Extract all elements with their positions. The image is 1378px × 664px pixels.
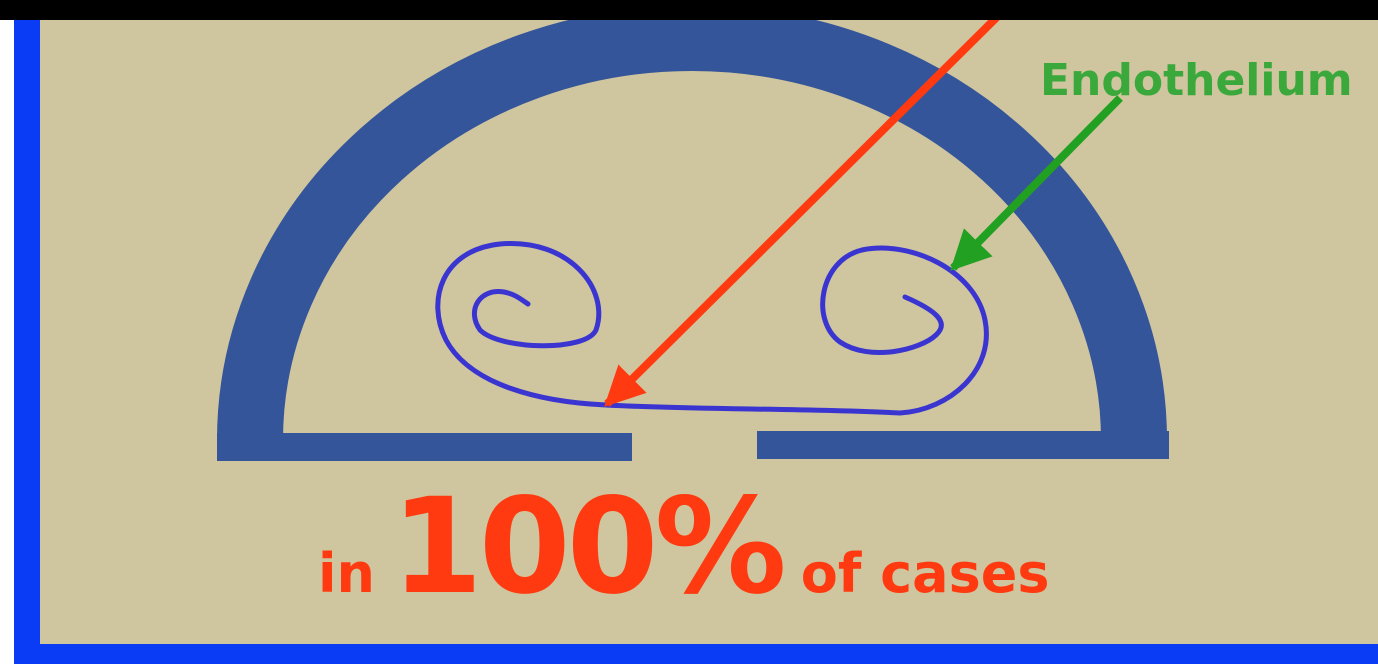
caption-emphasis: 100% <box>390 470 787 624</box>
vessel-wall-base-left <box>217 433 632 461</box>
endothelium-line <box>435 241 989 416</box>
caption: in 100% of cases <box>318 470 1050 624</box>
green-arrow <box>950 95 1123 271</box>
caption-suffix: of cases <box>800 542 1050 605</box>
red-arrow <box>604 11 1003 407</box>
endothelium-label: Endothelium <box>1040 55 1353 106</box>
bottom-frame-border <box>14 644 1378 664</box>
vessel-wall-arch <box>217 5 1167 441</box>
caption-prefix: in <box>318 542 375 605</box>
left-frame-border <box>14 20 40 664</box>
vessel-wall-base-right <box>757 431 1169 459</box>
top-black-bar <box>0 0 1378 20</box>
